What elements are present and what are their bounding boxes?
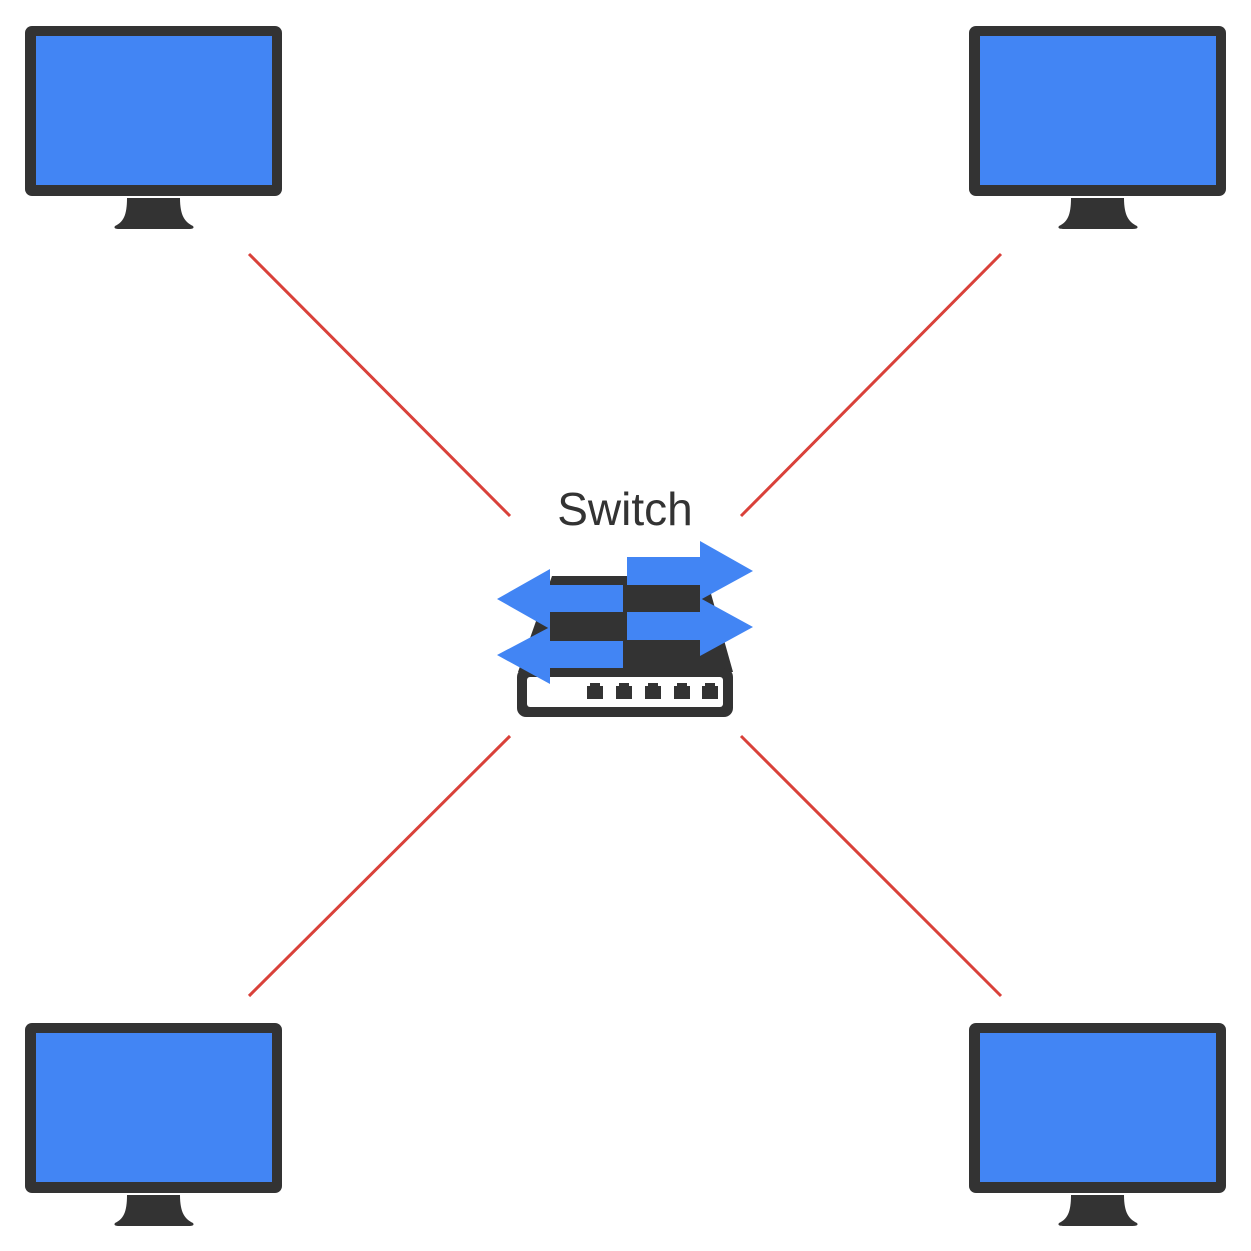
link-line [247, 252, 1003, 998]
switch-label: Switch [557, 483, 693, 535]
switch-icon [497, 541, 753, 717]
link-top-left [247, 252, 512, 518]
link-bottom-right [739, 734, 1003, 998]
switch-ports [587, 683, 718, 699]
link-top-right [739, 252, 1003, 518]
traffic-arrows [497, 541, 753, 684]
computer-monitor-icon [25, 1023, 282, 1226]
computer-monitor-icon [969, 1023, 1226, 1226]
computer-monitor-icon [25, 26, 282, 229]
computer-monitor-icon [969, 26, 1226, 229]
link-bottom-left [247, 734, 512, 998]
